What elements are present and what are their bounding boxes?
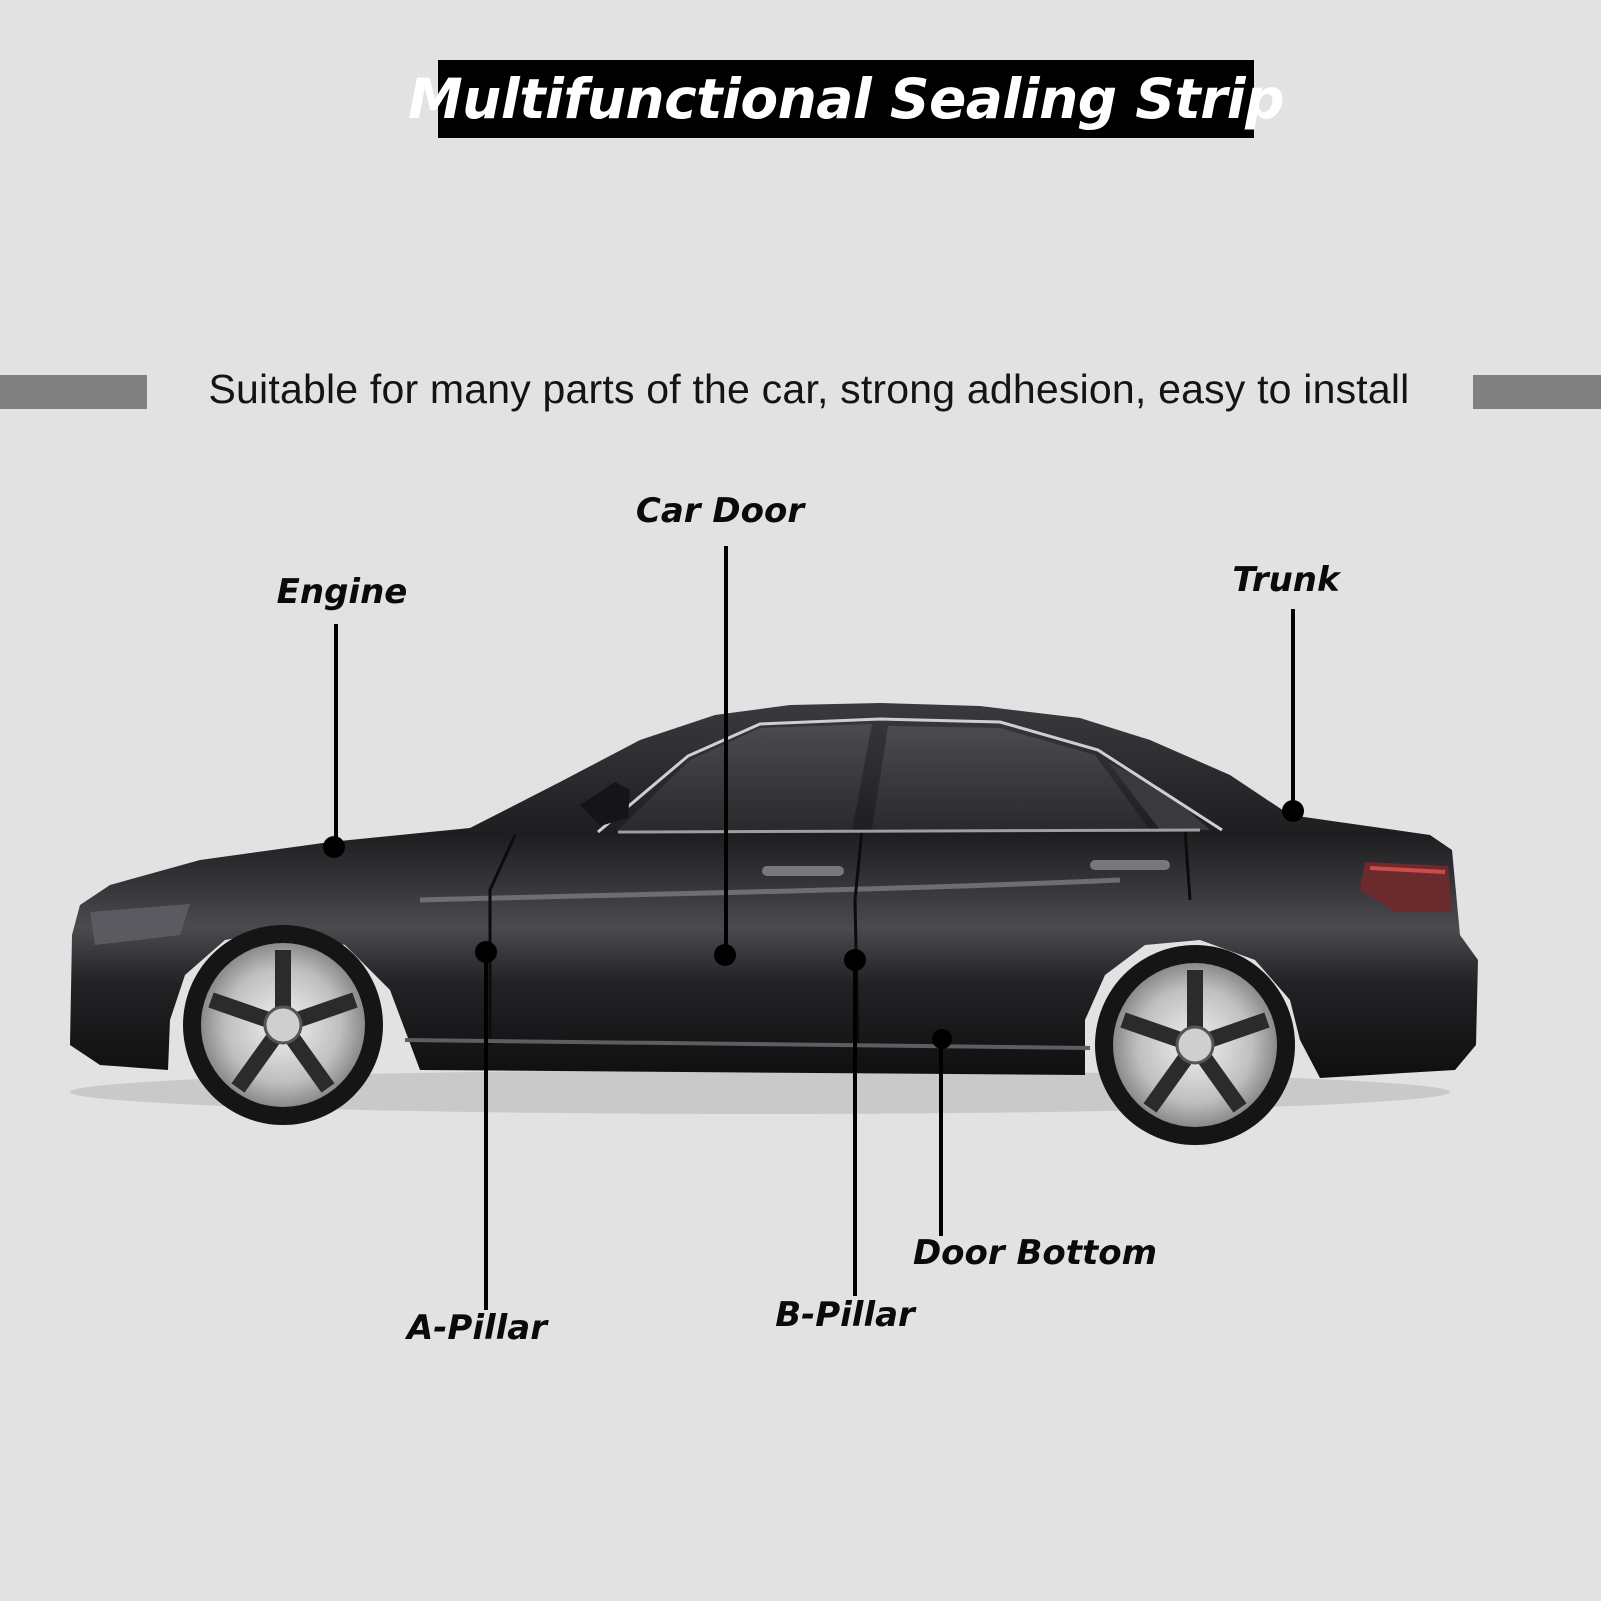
label-trunk: Trunk [1232, 560, 1340, 600]
label-door-bottom: Door Bottom [912, 1233, 1158, 1273]
callout-door-bottom-leader [932, 1029, 952, 1236]
front-wheel [183, 925, 383, 1125]
label-b-pillar: B-Pillar [775, 1295, 915, 1335]
car-body [70, 703, 1478, 1078]
label-a-pillar: A-Pillar [406, 1308, 548, 1348]
car-windows [580, 717, 1223, 834]
label-car-door: Car Door [635, 491, 805, 531]
callout-engine-leader [323, 624, 345, 858]
callout-a-pillar-leader [475, 941, 497, 1310]
callout-car-door-leader [714, 546, 736, 966]
label-engine: Engine [276, 572, 408, 612]
page-subtitle: Suitable for many parts of the car, stro… [208, 366, 1410, 412]
subtitle-accent-bar-right [1473, 375, 1601, 409]
rear-wheel [1095, 945, 1295, 1145]
callout-b-pillar-leader [844, 949, 866, 1296]
title-banner: Multifunctional Sealing Strip [408, 60, 1285, 138]
page-title: Multifunctional Sealing Strip [407, 67, 1285, 131]
subtitle-accent-bar-left [0, 375, 147, 409]
callout-trunk-leader [1282, 609, 1304, 822]
